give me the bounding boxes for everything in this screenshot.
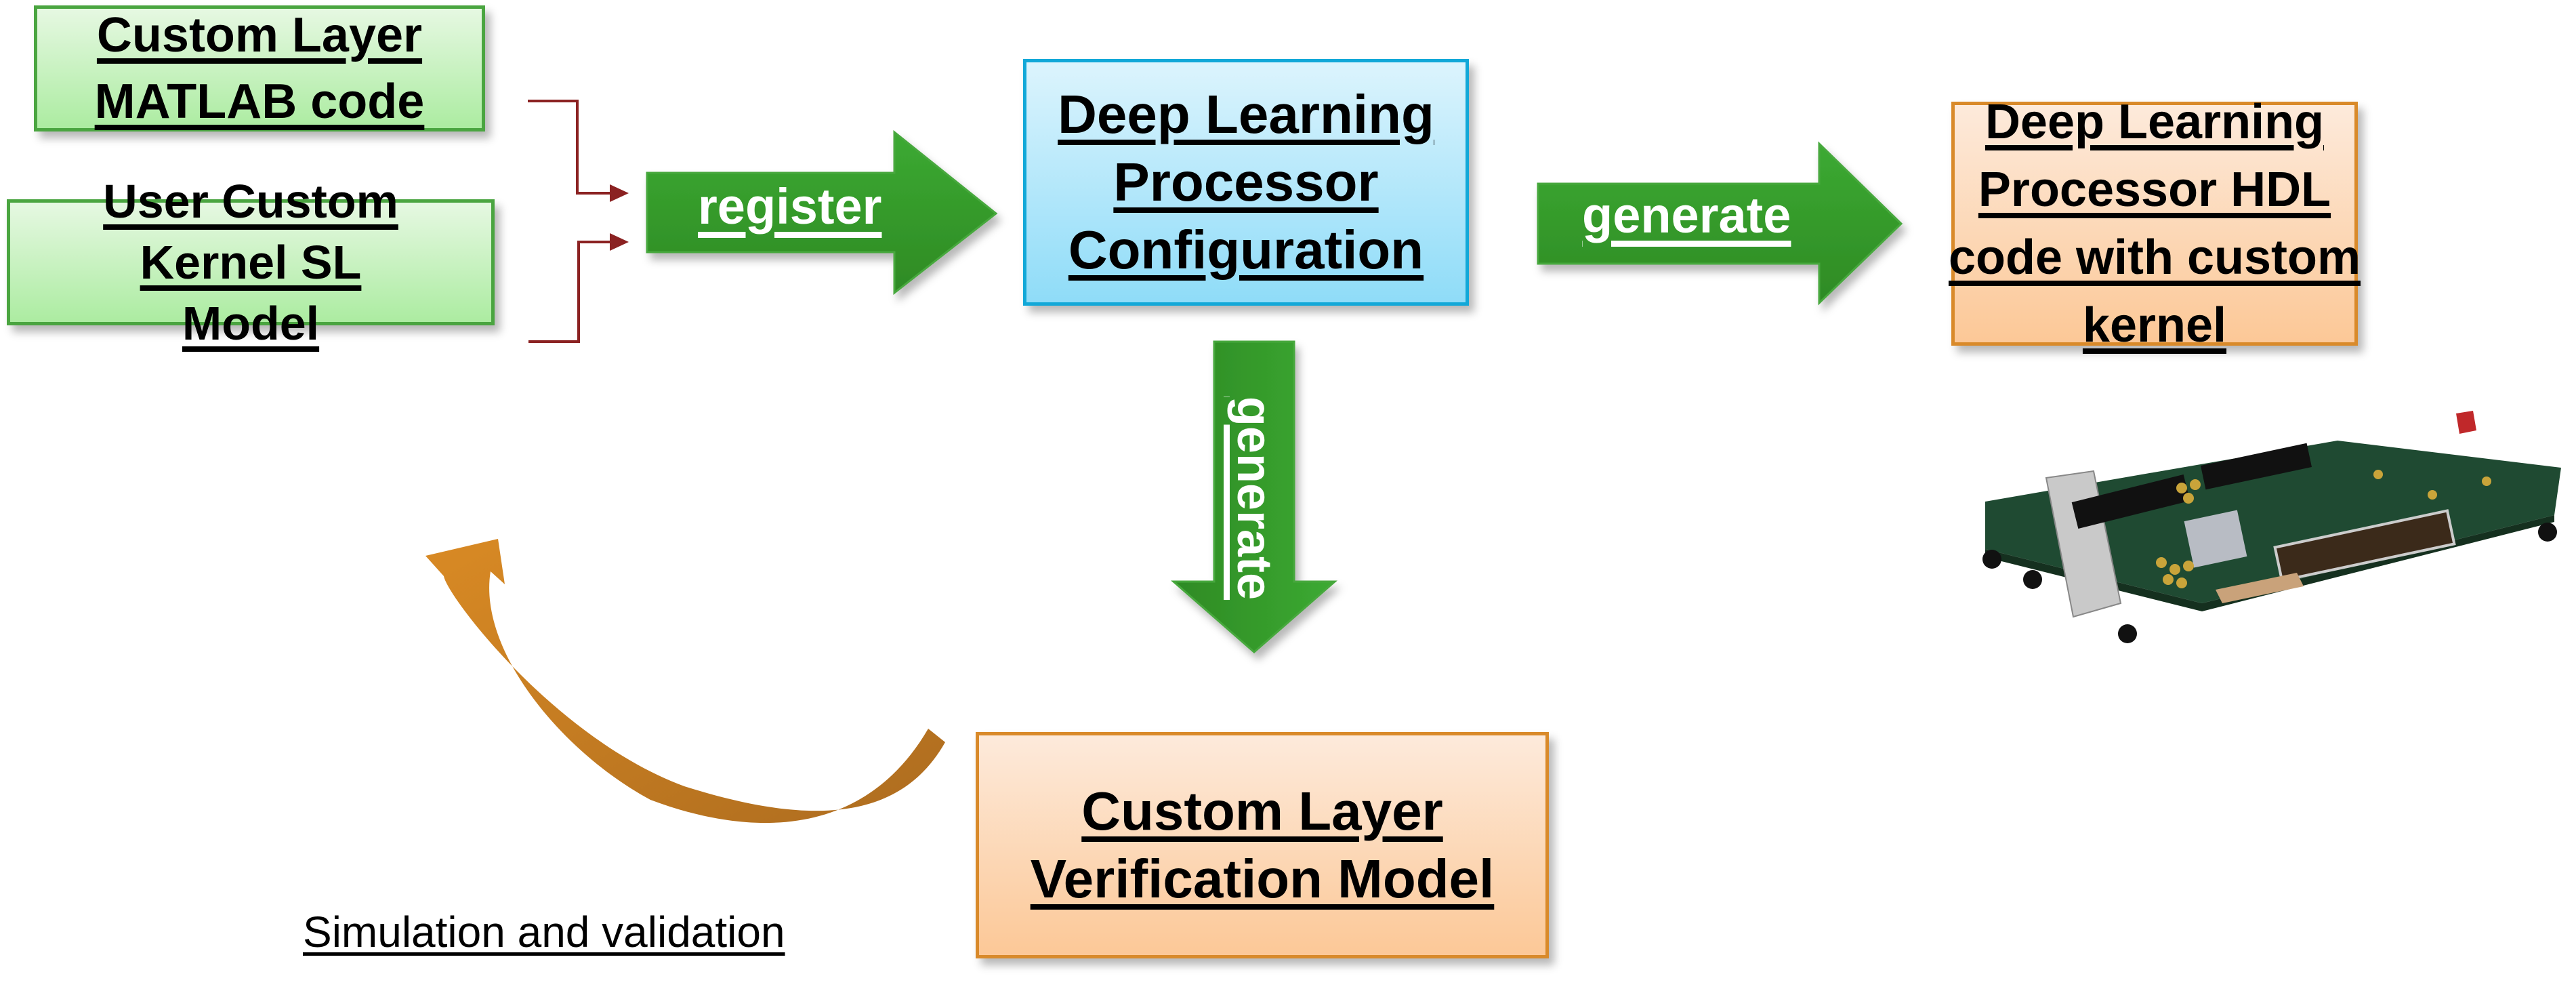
custom-layer-matlab-code-box: Custom Layer MATLAB code: [34, 5, 485, 131]
box-text-line: Verification Model: [1030, 849, 1495, 909]
custom-layer-verification-model-box: Custom Layer Verification Model: [976, 732, 1549, 958]
dl-processor-hdl-code-box: Deep Learning Processor HDL code with cu…: [1948, 95, 2361, 352]
simulation-validation-label: Simulation and validation: [303, 908, 785, 956]
fpga-board-icon: [1982, 411, 2561, 643]
register-label: register: [698, 178, 882, 235]
box-text-line: Configuration: [1068, 220, 1424, 280]
box-text-line: kernel: [2082, 298, 2227, 352]
feedback-curved-arrow: [425, 539, 945, 824]
dl-processor-configuration-box: Deep Learning Processor Configuration: [1023, 59, 1469, 306]
generate-right-label: generate: [1582, 187, 1791, 243]
box-text-line: User Custom: [103, 175, 398, 228]
box-text-line: Custom Layer: [96, 8, 423, 62]
generate-down-arrow: [1171, 340, 1337, 653]
box-text-line: Processor HDL: [1978, 163, 2331, 217]
generate-right-arrow: [1537, 141, 1903, 306]
register-arrow: [646, 129, 998, 296]
connector-sl-to-register: [528, 233, 629, 343]
fpga-board-pcb: [1982, 411, 2561, 643]
user-custom-kernel-sl-model-box: User Custom Kernel SL Model: [7, 175, 495, 350]
box-text-line: code with custom: [1948, 230, 2361, 285]
box-text-line: MATLAB code: [94, 75, 425, 129]
box-text-line: Deep Learning: [1058, 84, 1434, 144]
box-text-line: Model: [182, 297, 320, 350]
box-text-line: Processor: [1113, 152, 1379, 212]
box-text-line: Deep Learning: [1985, 95, 2325, 149]
connector-matlab-to-register: [528, 100, 629, 202]
box-text-line: Kernel SL: [140, 236, 362, 289]
box-text-line: Custom Layer: [1081, 781, 1443, 841]
generate-down-label: generate: [1227, 396, 1281, 601]
